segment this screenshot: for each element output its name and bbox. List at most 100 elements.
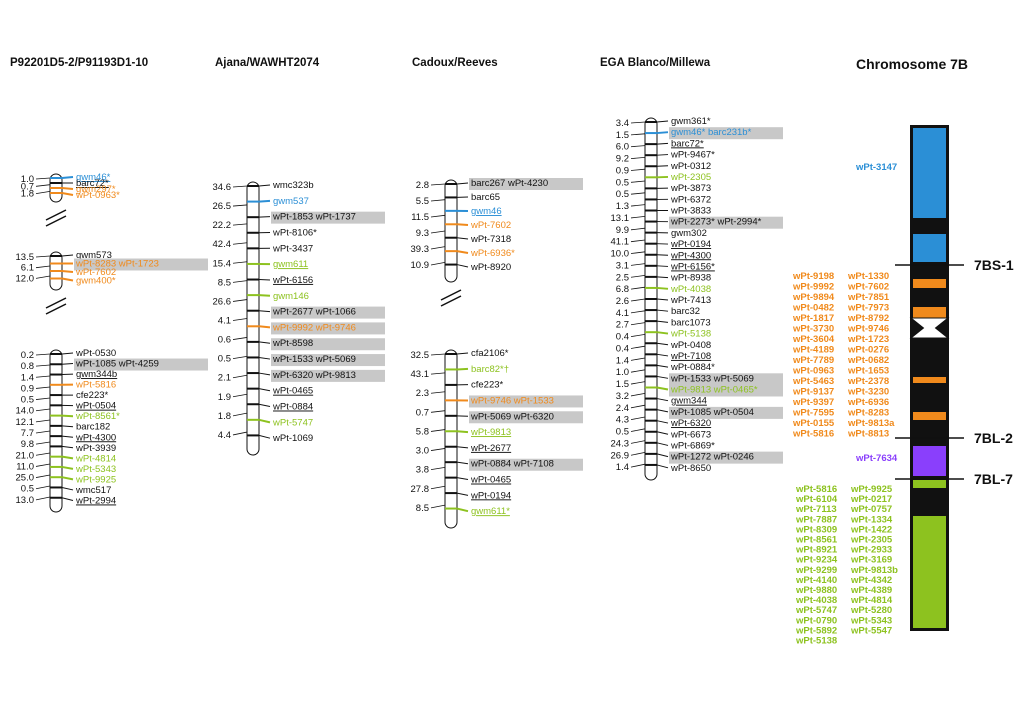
- distance-label: 8.5: [416, 503, 429, 514]
- marker-connector: [258, 294, 271, 297]
- marker-connector: [61, 192, 74, 196]
- distance-label: 0.5: [21, 395, 34, 406]
- marker-connector: [656, 154, 669, 156]
- distance-label: 26.9: [611, 450, 630, 461]
- marker-connector: [258, 325, 271, 329]
- distance-connector: [630, 463, 646, 468]
- marker-label: wPt-9813: [470, 427, 511, 438]
- marker-label: gwm46: [471, 206, 502, 217]
- chromosome-marker: wPt-3604: [792, 334, 835, 345]
- highlight-band: [271, 211, 385, 224]
- marker-label: wPt-0530: [75, 348, 116, 359]
- distance-connector: [430, 214, 446, 218]
- region-green: [913, 480, 946, 488]
- marker-label: wPt-3437: [272, 243, 313, 254]
- highlight-band: [74, 258, 208, 271]
- distance-connector: [630, 416, 646, 421]
- marker-label: wPt-6372: [670, 194, 711, 205]
- distance-connector: [232, 374, 248, 379]
- distance-label: 9.9: [616, 225, 629, 236]
- distance-connector: [35, 184, 51, 187]
- chromosome-marker: wPt-9925: [850, 484, 893, 495]
- chromosome-marker: wPt-5816: [792, 429, 834, 440]
- marker-connector: [656, 254, 669, 256]
- distance-connector: [35, 375, 51, 378]
- marker-label: barc72*: [76, 178, 109, 189]
- region-label: 7BL-2: [974, 430, 1013, 446]
- marker-connector: [61, 363, 74, 365]
- distance-label: 0.5: [616, 189, 629, 200]
- break-mark: [45, 297, 67, 309]
- marker-connector: [456, 352, 469, 355]
- region-purple: [913, 446, 946, 476]
- distance-connector: [232, 223, 248, 226]
- distance-label: 4.3: [616, 415, 629, 426]
- chromosome-marker: wPt-4814: [850, 595, 893, 606]
- chromosome-marker: wPt-5892: [795, 625, 837, 636]
- distance-connector: [630, 251, 646, 254]
- marker-label: wPt-4300: [75, 432, 116, 443]
- chromosome-marker: wPt-9746: [847, 324, 889, 335]
- distance-connector: [35, 430, 51, 434]
- marker-connector: [656, 320, 669, 323]
- distance-label: 13.5: [16, 252, 35, 263]
- chromosome-bar: [444, 349, 458, 529]
- highlight-band: [469, 411, 583, 424]
- marker-label: wPt-0194: [470, 490, 511, 501]
- marker-label: wPt-4300: [670, 250, 711, 261]
- chromosome-marker: wPt-8309: [795, 524, 837, 535]
- marker-label: wPt-0884 wPt-7108: [470, 459, 554, 470]
- highlight-band: [669, 406, 783, 419]
- marker-label: wPt-0963*: [75, 190, 120, 201]
- distance-connector: [630, 216, 646, 219]
- marker-connector: [656, 142, 669, 145]
- distance-label: 2.8: [416, 180, 429, 191]
- distance-connector: [35, 397, 51, 400]
- marker-connector: [656, 442, 669, 446]
- marker-connector: [656, 364, 669, 368]
- distance-connector: [630, 428, 646, 432]
- distance-connector: [430, 199, 446, 202]
- distance-label: 3.8: [416, 465, 429, 476]
- distance-connector: [232, 393, 248, 398]
- marker-label: wPt-0884*: [670, 362, 715, 373]
- highlight-band: [669, 373, 783, 386]
- chromosome-marker: wPt-4189: [792, 345, 834, 356]
- distance-label: 2.1: [218, 373, 231, 384]
- distance-connector: [430, 372, 446, 375]
- marker-label: wPt-1272 wPt-0246: [670, 452, 754, 463]
- marker-connector: [61, 455, 74, 460]
- distance-connector: [35, 265, 51, 269]
- marker-label: wPt-8598: [272, 338, 313, 349]
- marker-label: wPt-2273* wPt-2994*: [670, 217, 762, 228]
- marker-label: wPt-7318: [470, 234, 511, 245]
- distance-label: 9.3: [416, 228, 429, 239]
- marker-connector: [61, 465, 74, 470]
- distance-connector: [430, 246, 446, 250]
- distance-connector: [430, 466, 446, 471]
- chromosome-marker: wPt-7602: [847, 282, 889, 293]
- distance-connector: [35, 364, 51, 367]
- highlight-band: [669, 451, 783, 464]
- distance-connector: [630, 357, 646, 361]
- marker-label: wPt-0312: [670, 161, 711, 172]
- marker-label: wPt-7413: [670, 295, 711, 306]
- distance-label: 22.2: [213, 220, 232, 231]
- distance-connector: [630, 168, 646, 171]
- chromosome-marker: wPt-0482: [792, 303, 834, 314]
- marker-connector: [656, 276, 669, 279]
- chromosome-marker: wPt-2378: [847, 376, 889, 387]
- marker-label: wPt-9992 wPt-9746: [272, 322, 356, 333]
- marker-label: wPt-9925: [75, 474, 116, 485]
- marker-connector: [61, 486, 74, 491]
- marker-connector: [456, 446, 469, 449]
- highlight-band: [469, 178, 583, 190]
- marker-label: wPt-5069 wPt-6320: [470, 411, 554, 422]
- marker-connector: [656, 409, 669, 413]
- band-orange: [913, 377, 946, 383]
- highlight-band: [469, 458, 583, 471]
- distance-label: 6.8: [616, 284, 629, 295]
- marker-connector: [456, 237, 469, 240]
- distance-label: 8.5: [218, 277, 231, 288]
- marker-connector: [258, 388, 271, 392]
